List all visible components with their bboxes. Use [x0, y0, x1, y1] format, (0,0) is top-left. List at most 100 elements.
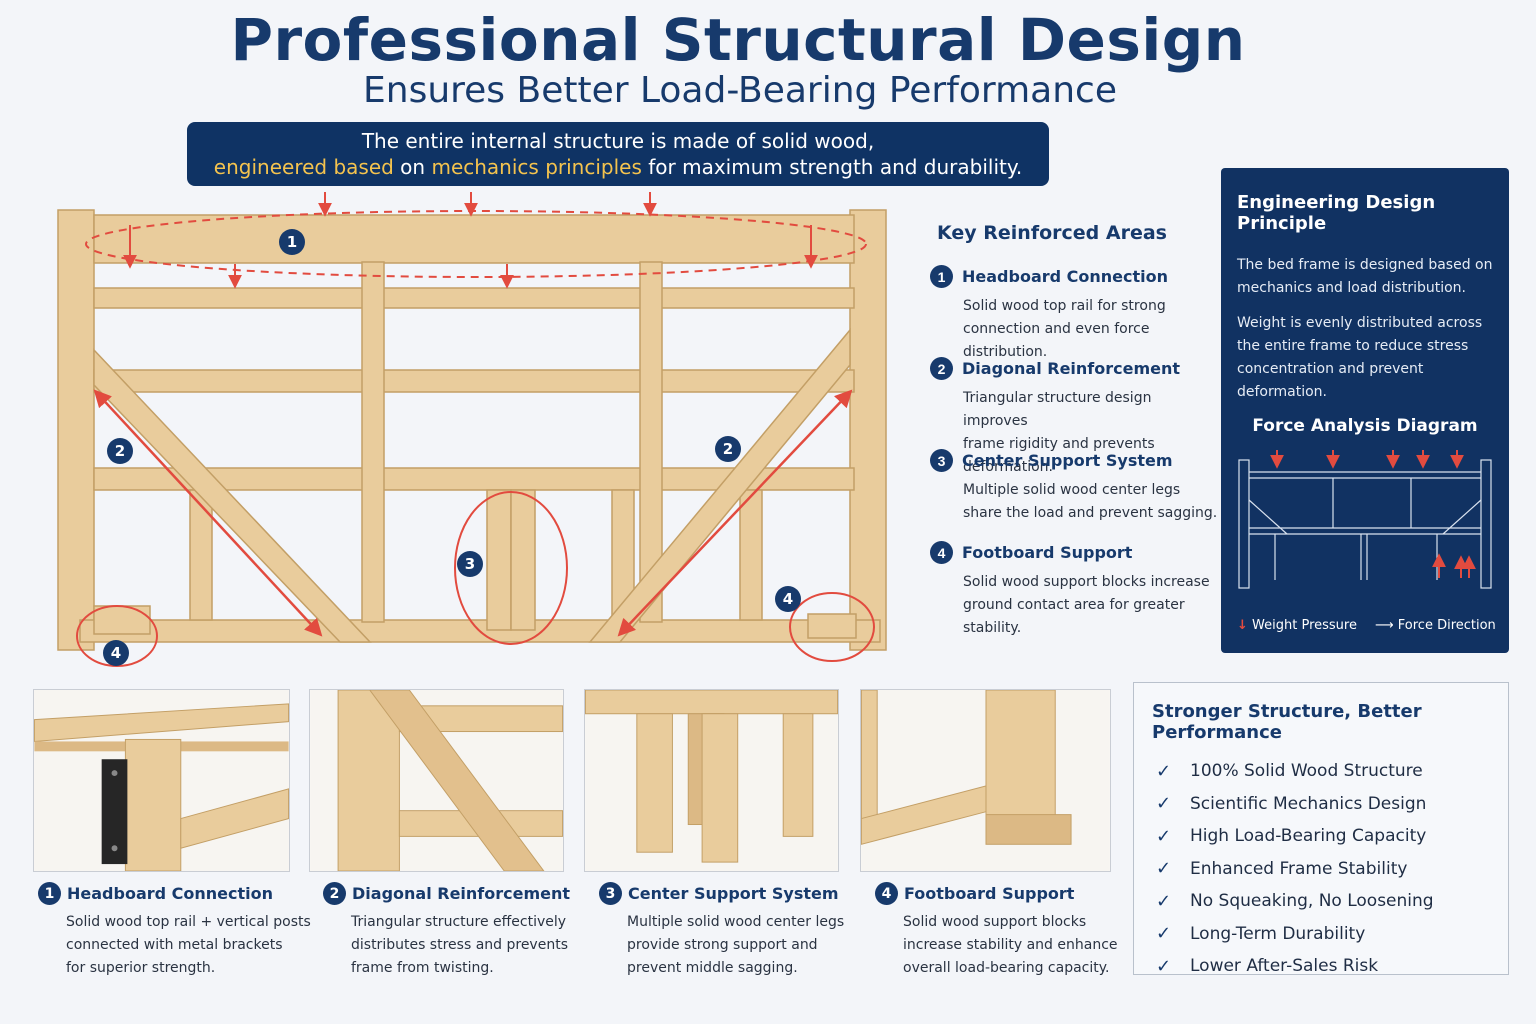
rail-1	[93, 287, 855, 309]
caption-name: Center Support System	[628, 884, 839, 903]
lower-post-1	[189, 489, 213, 621]
rail-2	[93, 369, 855, 393]
caption-line: provide strong support and	[627, 937, 818, 953]
page-subtitle: Ensures Better Load-Bearing Performance	[363, 70, 1117, 111]
benefits-list: ✓ 100% Solid Wood Structure ✓ Scientific M…	[1152, 755, 1508, 983]
footboard-circle-left	[76, 605, 158, 667]
key-item-desc: frame rigidity and prevents deformation.	[963, 436, 1155, 475]
key-item-4: 4 Footboard Support Solid wood support bl…	[930, 541, 1220, 640]
detail-photo-diagonal	[309, 689, 564, 872]
diagram-legend: ↓ Weight Pressure ⟶ Force Direction	[1237, 618, 1496, 633]
center-leg-2	[510, 489, 536, 631]
force-analysis-diagram	[1238, 450, 1492, 589]
detail-photo-center	[584, 689, 839, 872]
banner-highlight-1: engineered based	[213, 155, 394, 179]
legend-direction-label: Force Direction	[1397, 618, 1496, 633]
benefit-item: ✓High Load-Bearing Capacity	[1152, 820, 1508, 853]
benefit-item: ✓ Long-Term Durability	[1152, 918, 1508, 951]
key-item-number: 3	[930, 449, 953, 472]
marker-4-right-label: 4	[783, 590, 793, 608]
check-icon: ✓	[1156, 955, 1172, 977]
lower-post-3	[739, 489, 763, 621]
banner-mid-text: on	[393, 155, 432, 179]
key-item-2: 2 Diagonal Reinforcement Triangular struc…	[930, 357, 1220, 479]
marker-4-left-label: 4	[111, 644, 121, 662]
caption-line: Multiple solid wood center legs	[627, 914, 845, 930]
caption-number: 1	[38, 882, 61, 905]
key-item-desc: Multiple solid wood center legs	[963, 482, 1181, 498]
marker-1	[279, 229, 305, 255]
caption-line: Solid wood support blocks	[903, 914, 1087, 930]
engineering-panel: Engineering Design Principle The bed fra…	[1221, 168, 1509, 653]
left-post	[57, 209, 95, 651]
check-icon: ✓	[1156, 858, 1172, 880]
check-icon: ✓	[1156, 793, 1172, 815]
caption-line: Solid wood top rail + vertical posts	[66, 914, 311, 930]
caption-number: 4	[875, 882, 898, 905]
detail-caption-4: 4 Footboard Support Solid wood support bl…	[875, 882, 1150, 980]
key-item-number: 2	[930, 357, 953, 380]
detail-photo-headboard	[33, 689, 290, 872]
right-post	[849, 209, 887, 651]
benefit-item: ✓Lower After-Sales Risk	[1152, 950, 1508, 983]
bed-frame-illustration: 1 2 2 3 4 4	[57, 192, 887, 667]
diagonal-left	[93, 348, 372, 643]
benefit-item: ✓ No Squeaking, No Loosening	[1152, 885, 1508, 918]
benefit-label: No Squeaking, No Loosening	[1190, 891, 1434, 912]
benefit-label: Scientific Mechanics Design	[1190, 793, 1427, 814]
marker-2-right-label: 2	[723, 440, 733, 458]
marker-3-label: 3	[465, 555, 475, 573]
key-item-number: 4	[930, 541, 953, 564]
caption-line: frame from twisting.	[351, 960, 494, 976]
center-support-circle	[454, 491, 568, 645]
caption-line: connected with metal brackets	[66, 937, 283, 953]
check-icon: ✓	[1156, 825, 1172, 847]
detail-caption-1: 1 Headboard Connection Solid wood top rai…	[38, 882, 313, 980]
key-item-desc: Solid wood top rail for strong	[963, 298, 1166, 314]
key-item-name: Diagonal Reinforcement	[962, 359, 1181, 378]
marker-3	[457, 551, 483, 577]
intro-banner: The entire internal structure is made of…	[187, 122, 1049, 186]
check-icon: ✓	[1156, 890, 1172, 912]
legend-pressure: ↓ Weight Pressure	[1237, 618, 1357, 633]
support-block-right	[807, 613, 857, 639]
caption-line: overall load-bearing capacity.	[903, 960, 1110, 976]
benefit-label: Enhanced Frame Stability	[1190, 858, 1408, 879]
page-title: Professional Structural Design	[230, 6, 1246, 74]
benefit-item: ✓ Enhanced Frame Stability	[1152, 853, 1508, 886]
marker-4-right	[775, 586, 801, 612]
caption-line: increase stability and enhance	[903, 937, 1118, 953]
footboard-circle-right	[789, 592, 875, 662]
banner-end-text: for maximum strength and durability.	[641, 155, 1023, 179]
right-arrow-icon: ⟶	[1374, 618, 1394, 633]
caption-name: Diagonal Reinforcement	[352, 884, 571, 903]
benefit-label: 100% Solid Wood Structure	[1190, 761, 1423, 782]
caption-line: Triangular structure effectively	[351, 914, 567, 930]
caption-name: Footboard Support	[904, 884, 1075, 903]
banner-line-1: The entire internal structure is made of…	[361, 129, 875, 153]
panel-paragraph-2: Weight is evenly distributed across the …	[1237, 315, 1483, 400]
down-arrow-icon: ↓	[1237, 618, 1248, 633]
caption-name: Headboard Connection	[67, 884, 274, 903]
key-item-desc: Solid wood support blocks increase	[963, 574, 1210, 590]
caption-line: distributes stress and prevents	[351, 937, 568, 953]
check-icon: ✓	[1156, 760, 1172, 782]
panel-title: Engineering Design Principle	[1237, 192, 1436, 234]
panel-paragraph-1: The bed frame is designed based on mecha…	[1237, 257, 1493, 296]
benefit-label: Long-Term Durability	[1190, 923, 1366, 944]
support-block-left	[93, 605, 151, 635]
marker-2-left-label: 2	[115, 442, 125, 460]
caption-number: 2	[323, 882, 346, 905]
key-item-name: Footboard Support	[962, 543, 1133, 562]
benefit-item: ✓ 100% Solid Wood Structure	[1152, 755, 1508, 788]
banner-line-2: engineered based on mechanics principles…	[187, 154, 1049, 180]
benefits-box: Stronger Structure, Better Performance ✓…	[1133, 682, 1509, 977]
key-item-desc: ground contact area for greater stabilit…	[963, 597, 1185, 636]
top-rail	[93, 214, 855, 264]
center-leg-1	[486, 489, 512, 631]
caption-line: prevent middle sagging.	[627, 960, 798, 976]
check-icon: ✓	[1156, 923, 1172, 945]
key-item-desc: Triangular structure design improves	[963, 390, 1152, 429]
